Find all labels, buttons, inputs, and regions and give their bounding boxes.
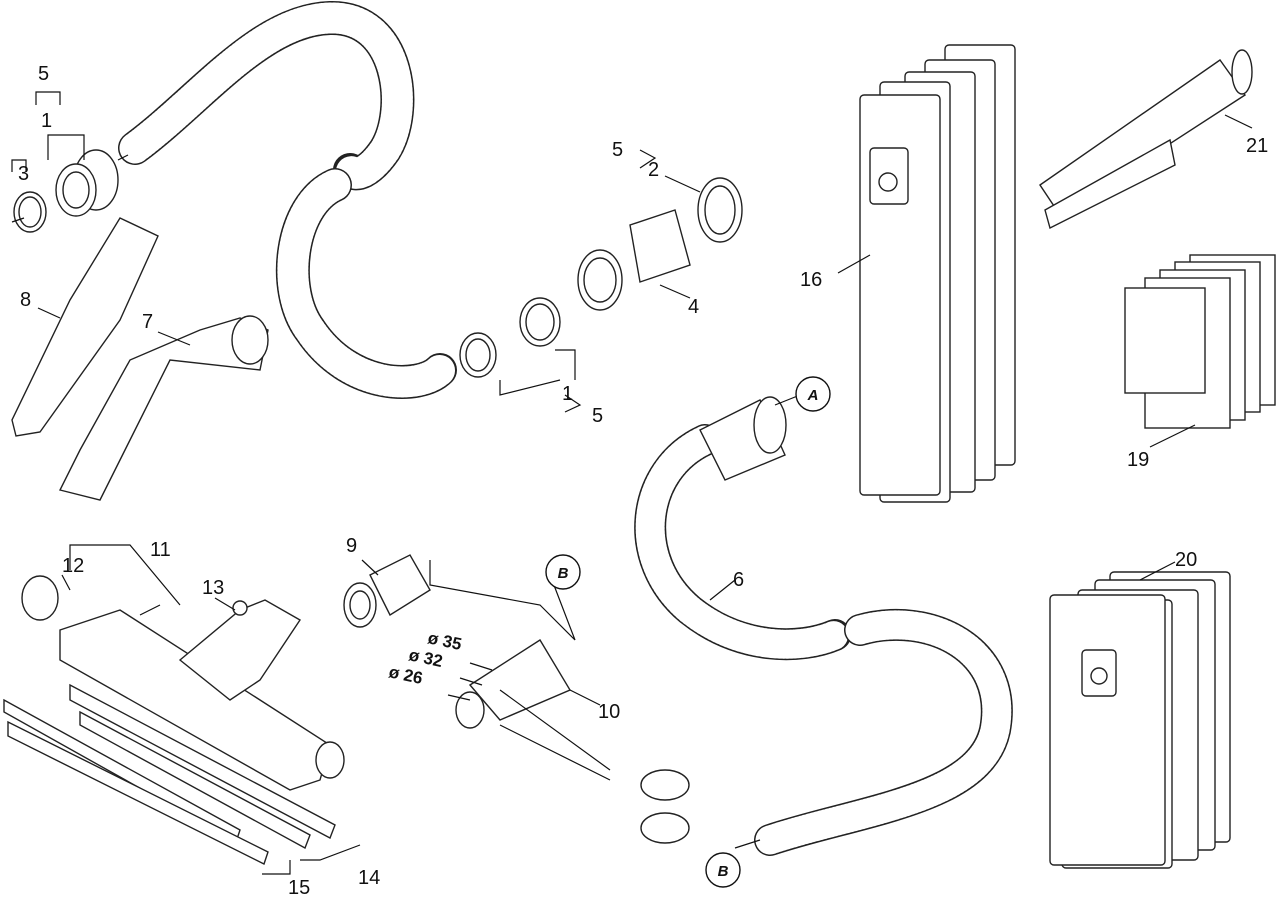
part-label-21: 21 — [1246, 135, 1268, 157]
brush-nozzle-21 — [1039, 49, 1253, 230]
callout-b-text: B — [558, 565, 569, 582]
part-label-8: 8 — [20, 289, 31, 311]
suction-hose-lower — [634, 424, 1013, 856]
part-label-16: 16 — [800, 269, 822, 291]
filter-bags-16 — [859, 44, 1016, 503]
part-label-5: 5 — [592, 405, 603, 427]
part-label-12: 12 — [62, 555, 84, 577]
callout-a-text: A — [807, 387, 819, 404]
part-label-5: 5 — [38, 63, 49, 85]
bent-tube-7 — [58, 315, 269, 501]
rubber-strips-14-15 — [3, 683, 336, 865]
part-label-15: 15 — [288, 877, 310, 899]
hose-connector-upper-left — [13, 149, 129, 233]
part-label-2: 2 — [648, 159, 659, 181]
hose-cuff-a — [699, 396, 787, 481]
callout-b-hose: B — [705, 852, 741, 888]
part-label-5: 5 — [612, 139, 623, 161]
part-label-1: 1 — [562, 383, 573, 405]
part-label-6: 6 — [733, 569, 744, 591]
part-label-20: 20 — [1175, 549, 1197, 571]
part-label-11: 11 — [150, 539, 171, 561]
part-label-7: 7 — [142, 311, 153, 333]
callout-a-upper: A — [795, 376, 831, 412]
suction-hose-upper — [118, 1, 457, 399]
cut-adapter-10 — [455, 639, 572, 729]
callout-b2-text: B — [718, 863, 729, 880]
crevice-nozzle-8 — [11, 217, 159, 437]
leader-lines — [11, 91, 1253, 875]
part-label-13: 13 — [202, 577, 224, 599]
part-label-3: 3 — [18, 163, 29, 185]
part-label-19: 19 — [1127, 449, 1149, 471]
part-label-10: 10 — [598, 701, 620, 723]
part-label-1: 1 — [41, 110, 52, 132]
part-label-14: 14 — [358, 867, 380, 889]
filter-cassettes-19 — [1124, 254, 1276, 429]
fleece-bags-20 — [1049, 571, 1231, 869]
part-label-4: 4 — [688, 296, 699, 318]
adapter-9 — [343, 554, 431, 628]
part-label-9: 9 — [346, 535, 357, 557]
adapter-pipe-4 — [459, 177, 743, 378]
floor-nozzle-11 — [21, 575, 345, 791]
scissors — [499, 689, 690, 844]
callout-b-nozzle: B — [545, 554, 581, 590]
